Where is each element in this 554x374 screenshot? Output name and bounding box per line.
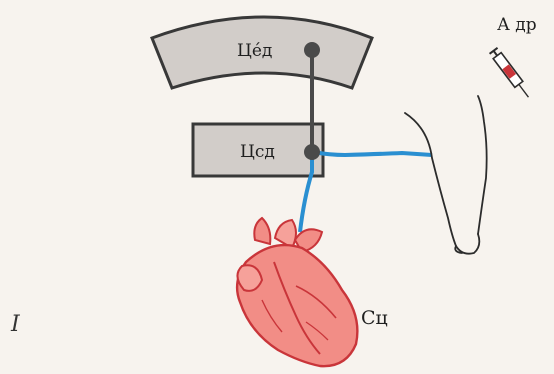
- lower-center-label: Цсд: [240, 142, 275, 162]
- upper-node: [304, 42, 320, 58]
- heart-illustration: [237, 218, 357, 366]
- upper-center-label: Цéд: [237, 41, 272, 61]
- heart-label: Сц: [361, 307, 388, 329]
- lower-node: [304, 144, 320, 160]
- limb-nerve-blue: [313, 152, 432, 155]
- animal-limb: [405, 96, 487, 254]
- figure-number: I: [10, 312, 21, 337]
- injection-label: А др: [497, 15, 537, 35]
- syringe-icon: [490, 48, 533, 100]
